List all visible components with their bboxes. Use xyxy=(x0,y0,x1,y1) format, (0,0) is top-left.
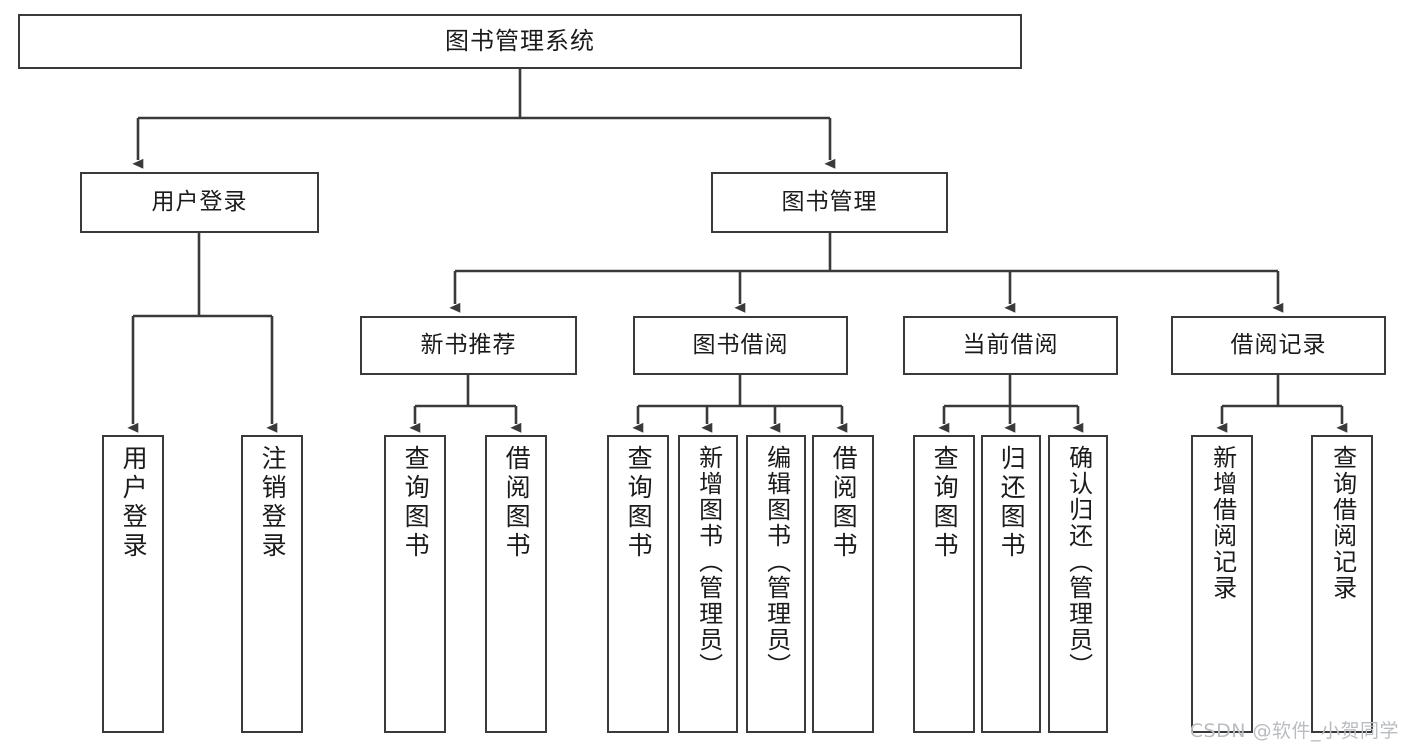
node-label: 新书推荐 xyxy=(420,332,517,359)
leaf-query-books-borrow[interactable]: 查询图书 xyxy=(607,435,669,733)
node-label: 编辑图书（管理员） xyxy=(762,445,791,679)
node-label: 查询图书 xyxy=(930,445,960,561)
node-label: 查询图书 xyxy=(401,445,431,561)
node-label: 借阅图书 xyxy=(829,445,859,561)
node-label: 用户登录 xyxy=(119,445,149,561)
node-label: 借阅图书 xyxy=(502,445,532,561)
node-label: 查询借阅记录 xyxy=(1328,445,1357,601)
node-label: 确认归还（管理员） xyxy=(1064,445,1093,679)
leaf-query-borrow-record[interactable]: 查询借阅记录 xyxy=(1311,435,1373,733)
node-current-borrow[interactable]: 当前借阅 xyxy=(903,316,1118,375)
leaf-borrow-books[interactable]: 借阅图书 xyxy=(812,435,874,733)
node-label: 新增图书（管理员） xyxy=(694,445,723,679)
node-book-borrow[interactable]: 图书借阅 xyxy=(633,316,848,375)
node-label: 用户登录 xyxy=(151,189,248,216)
node-label: 注销登录 xyxy=(258,445,288,561)
leaf-query-books-recommend[interactable]: 查询图书 xyxy=(384,435,446,733)
node-label: 图书借阅 xyxy=(692,332,789,359)
node-book-management[interactable]: 图书管理 xyxy=(711,172,948,233)
node-root-system[interactable]: 图书管理系统 xyxy=(18,14,1022,69)
node-label: 借阅记录 xyxy=(1230,332,1327,359)
leaf-query-books-current[interactable]: 查询图书 xyxy=(913,435,975,733)
leaf-return-books[interactable]: 归还图书 xyxy=(981,435,1041,733)
leaf-logout[interactable]: 注销登录 xyxy=(241,435,303,733)
leaf-add-book-admin[interactable]: 新增图书（管理员） xyxy=(678,435,738,733)
leaf-user-login[interactable]: 用户登录 xyxy=(102,435,164,733)
leaf-borrow-books-recommend[interactable]: 借阅图书 xyxy=(485,435,547,733)
node-label: 新增借阅记录 xyxy=(1208,445,1237,601)
node-label: 归还图书 xyxy=(997,445,1027,561)
node-new-book-recommend[interactable]: 新书推荐 xyxy=(360,316,577,375)
node-user-login[interactable]: 用户登录 xyxy=(80,172,319,233)
node-label: 图书管理 xyxy=(781,189,878,216)
node-label: 查询图书 xyxy=(624,445,654,561)
leaf-add-borrow-record[interactable]: 新增借阅记录 xyxy=(1191,435,1253,733)
csdn-watermark: CSDN @软件_小贺同学 xyxy=(1189,720,1399,742)
leaf-edit-book-admin[interactable]: 编辑图书（管理员） xyxy=(746,435,806,733)
node-label: 当前借阅 xyxy=(962,332,1059,359)
leaf-confirm-return-admin[interactable]: 确认归还（管理员） xyxy=(1048,435,1108,733)
node-label: 图书管理系统 xyxy=(445,26,595,55)
node-borrow-records[interactable]: 借阅记录 xyxy=(1171,316,1386,375)
